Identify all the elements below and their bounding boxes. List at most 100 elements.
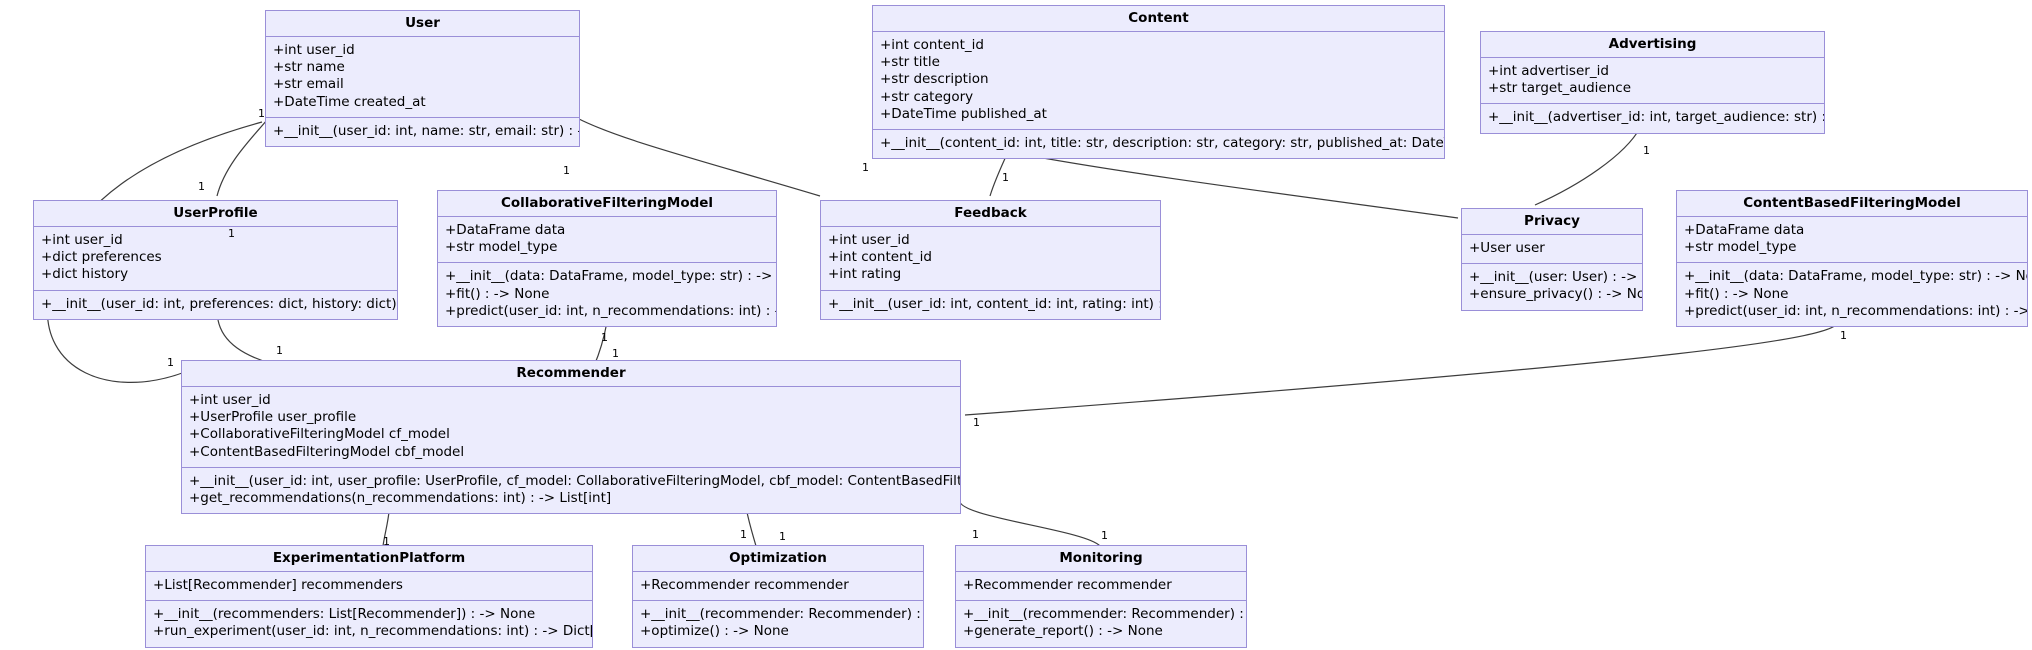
multiplicity-label: 1 [167,356,174,369]
class-title-feedback: Feedback [821,201,1160,228]
attribute-row: +UserProfile user_profile [189,409,357,426]
class-box-contentbasedfilteringmodel[interactable]: ContentBasedFilteringModel +DataFrame da… [1676,190,2028,327]
class-attributes-monitoring: +Recommender recommender [956,572,1246,600]
class-title-content: Content [873,6,1444,33]
multiplicity-label: 1 [612,347,619,360]
method-row: +run_experiment(user_id: int, n_recommen… [153,623,592,640]
class-methods-recommender: +__init__(user_id: int, user_profile: Us… [182,466,961,513]
class-attributes-feedback: +int user_id +int content_id +int rating [821,227,1160,289]
attribute-row: +dict history [41,266,129,283]
multiplicity-label: 1 [973,416,980,429]
attribute-row: +str title [880,54,940,71]
multiplicity-label: 1 [198,180,205,193]
attribute-row: +Recommender recommender [963,577,1172,594]
attribute-row: +dict preferences [41,249,162,266]
method-row: +generate_report() : -> None [963,623,1163,640]
attribute-row: +str description [880,71,989,88]
attribute-row: +DataFrame data [1684,222,1805,239]
attribute-row: +DataFrame data [445,222,566,239]
class-box-feedback[interactable]: Feedback +int user_id +int content_id +i… [820,200,1161,320]
multiplicity-label: 1 [740,528,747,541]
class-methods-userprofile: +__init__(user_id: int, preferences: dic… [34,289,397,319]
class-title-optimization: Optimization [633,546,923,573]
multiplicity-label: 1 [383,535,390,548]
attribute-row: +User user [1469,240,1545,257]
method-row: +fit() : -> None [445,285,550,302]
attribute-row: +str name [273,59,345,76]
multiplicity-label: 1 [779,530,786,543]
multiplicity-label: 1 [862,161,869,174]
attribute-row: +int user_id [273,42,355,59]
class-title-contentbasedfilteringmodel: ContentBasedFilteringModel [1677,191,2027,218]
class-box-experimentationplatform[interactable]: ExperimentationPlatform +List[Recommende… [145,545,593,648]
attribute-row: +int user_id [189,392,271,409]
method-row: +__init__(recommender: Recommender) : ->… [640,606,923,623]
class-attributes-userprofile: +int user_id +dict preferences +dict his… [34,227,397,289]
method-row: +fit() : -> None [1684,285,1789,302]
attribute-row: +int advertiser_id [1488,63,1609,80]
multiplicity-label: 1 [563,164,570,177]
multiplicity-label: 1 [972,528,979,541]
class-title-recommender: Recommender [182,361,960,388]
class-attributes-recommender: +int user_id +UserProfile user_profile +… [182,387,960,467]
multiplicity-label: 1 [228,227,235,240]
class-attributes-collaborativefilteringmodel: +DataFrame data +str model_type [438,217,776,262]
class-title-experimentationplatform: ExperimentationPlatform [146,546,592,573]
edge-recommender-monitoring [959,501,1101,547]
class-box-privacy[interactable]: Privacy +User user +__init__(user: User)… [1461,208,1643,311]
attribute-row: +Recommender recommender [640,577,849,594]
attribute-row: +str model_type [1684,239,1797,256]
method-row: +predict(user_id: int, n_recommendations… [1684,302,2027,319]
class-box-content[interactable]: Content +int content_id +str title +str … [872,5,1445,160]
attribute-row: +int content_id [828,249,932,266]
attribute-row: +int content_id [880,37,984,54]
class-box-optimization[interactable]: Optimization +Recommender recommender +_… [632,545,924,648]
method-row: +__init__(recommender: Recommender) : ->… [963,606,1246,623]
method-row: +__init__(user_id: int, user_profile: Us… [189,472,961,489]
class-box-recommender[interactable]: Recommender +int user_id +UserProfile us… [181,360,961,515]
attribute-row: +str category [880,88,974,105]
method-row: +__init__(data: DataFrame, model_type: s… [445,268,777,285]
attribute-row: +str email [273,76,344,93]
multiplicity-label: 1 [1101,529,1108,542]
class-box-userprofile[interactable]: UserProfile +int user_id +dict preferenc… [33,200,398,320]
class-methods-experimentationplatform: +__init__(recommenders: List[Recommender… [146,600,592,646]
multiplicity-label: 1 [276,344,283,357]
class-box-monitoring[interactable]: Monitoring +Recommender recommender +__i… [955,545,1247,648]
attribute-row: +int user_id [41,232,123,249]
class-title-collaborativefilteringmodel: CollaborativeFilteringModel [438,191,776,218]
class-box-user[interactable]: User +int user_id +str name +str email +… [265,10,580,147]
attribute-row: +DateTime created_at [273,93,426,110]
method-row: +ensure_privacy() : -> None [1469,286,1643,303]
multiplicity-label: 1 [1840,329,1847,342]
multiplicity-label: 1 [1643,144,1650,157]
class-methods-optimization: +__init__(recommender: Recommender) : ->… [633,600,923,646]
attribute-row: +str model_type [445,239,558,256]
class-box-collaborativefilteringmodel[interactable]: CollaborativeFilteringModel +DataFrame d… [437,190,777,327]
class-title-advertising: Advertising [1481,32,1824,59]
method-row: +__init__(user: User) : -> None [1469,269,1642,286]
class-box-advertising[interactable]: Advertising +int advertiser_id +str targ… [1480,31,1825,134]
multiplicity-label: 1 [601,331,608,344]
class-methods-advertising: +__init__(advertiser_id: int, target_aud… [1481,103,1824,132]
method-row: +__init__(user_id: int, name: str, email… [273,122,579,139]
edge-advertising-privacy [1534,127,1641,206]
class-methods-feedback: +__init__(user_id: int, content_id: int,… [821,289,1160,319]
class-methods-user: +__init__(user_id: int, name: str, email… [266,116,579,146]
method-row: +predict(user_id: int, n_recommendations… [445,302,776,319]
class-methods-contentbasedfilteringmodel: +__init__(data: DataFrame, model_type: s… [1677,262,2027,325]
method-row: +__init__(advertiser_id: int, target_aud… [1488,109,1824,126]
attribute-row: +List[Recommender] recommenders [153,577,403,594]
class-methods-monitoring: +__init__(recommender: Recommender) : ->… [956,600,1246,646]
multiplicity-label: 1 [258,107,265,120]
class-methods-collaborativefilteringmodel: +__init__(data: DataFrame, model_type: s… [438,262,776,325]
class-title-privacy: Privacy [1462,209,1642,236]
class-title-user: User [266,11,579,38]
class-attributes-privacy: +User user [1462,235,1642,263]
method-row: +__init__(user_id: int, content_id: int,… [828,295,1160,312]
attribute-row: +CollaborativeFilteringModel cf_model [189,426,450,443]
class-attributes-optimization: +Recommender recommender [633,572,923,600]
edge-user-cfmodel [576,117,821,197]
class-attributes-contentbasedfilteringmodel: +DataFrame data +str model_type [1677,217,2027,262]
